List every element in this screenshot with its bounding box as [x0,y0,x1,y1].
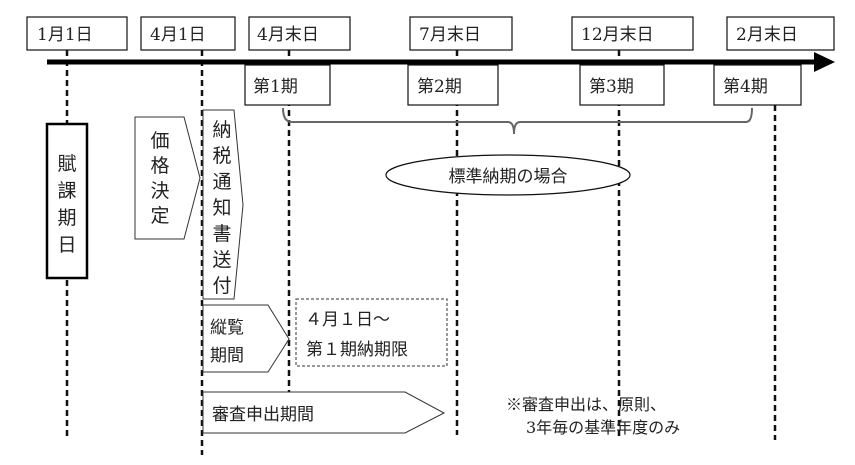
price-decision-arrow: 価格決定 [134,116,201,240]
date-label: 12月末日 [581,25,654,45]
appeal-note: ※審査申出は、原則、 3年毎の基準年度のみ [506,395,680,437]
timeline-arrow [47,52,835,72]
vertical-char: 納 [212,119,231,141]
vertical-char: 決 [150,180,169,202]
period-box-2: 第2期 [407,64,499,106]
vertical-char: 付 [212,275,231,297]
tax-notice-label: 納税通知書送付 [212,119,231,297]
inspection-range-box: ４月１日～ 第１期納期限 [295,298,448,367]
date-label: 2月末日 [736,25,798,45]
period-box-3: 第3期 [579,64,665,106]
appeal-period-label: 審査申出期間 [212,405,314,425]
inspection-range-line2: 第１期納期限 [306,340,408,360]
inspection-period-line1: 縦覧 [210,318,244,338]
arrowhead-icon [814,52,835,72]
date-label: 4月1日 [150,25,206,45]
vertical-char: 日 [57,234,76,256]
date-box-apr1: 4月1日 [140,16,236,51]
assessment-date-box: 賦課期日 [45,122,89,280]
vertical-char: 価 [150,130,169,152]
appeal-period-arrow: 審査申出期間 [202,391,446,434]
period-label: 第4期 [723,77,768,97]
date-guide-lines [65,50,777,455]
inspection-period-line2: 期間 [210,346,244,366]
vertical-char: 賦 [57,153,76,175]
appeal-note-line1: ※審査申出は、原則、 [506,395,666,414]
vertical-char: 税 [212,145,231,167]
inspection-period-arrow: 縦覧 期間 [202,304,290,373]
vertical-char: 知 [212,197,231,219]
price-decision-label: 価格決定 [150,130,169,227]
vertical-char: 通 [212,171,231,193]
appeal-note-line2: 3年毎の基準年度のみ [526,418,680,437]
inspection-range-line1: ４月１日～ [305,310,390,330]
date-box-dec-end: 12月末日 [571,16,694,51]
vertical-char: 書 [212,223,231,245]
period-box-4: 第4期 [713,64,802,106]
standard-period-ellipse: 標準納期の場合 [385,154,631,196]
date-box-feb-end: 2月末日 [726,16,835,51]
vertical-char: 定 [150,205,169,227]
vertical-char: 格 [150,155,169,177]
standard-period-label: 標準納期の場合 [449,167,568,187]
period-label: 第1期 [253,77,298,97]
date-box-jan1: 1月1日 [26,16,128,51]
period-box-1: 第1期 [244,64,331,106]
date-label: 1月1日 [37,25,93,45]
period-label: 第3期 [589,77,634,97]
vertical-char: 課 [57,180,76,202]
tax-notice-arrow: 納税通知書送付 [202,109,244,300]
date-label: 7月末日 [419,25,481,45]
assessment-date-label: 賦課期日 [57,153,76,256]
date-label: 4月末日 [257,25,319,45]
vertical-char: 送 [212,249,231,271]
date-box-jul-end: 7月末日 [409,16,513,51]
date-box-apr-end: 4月末日 [248,16,351,51]
vertical-char: 期 [57,207,76,229]
standard-period-bracket [282,107,753,135]
period-label: 第2期 [417,77,462,97]
